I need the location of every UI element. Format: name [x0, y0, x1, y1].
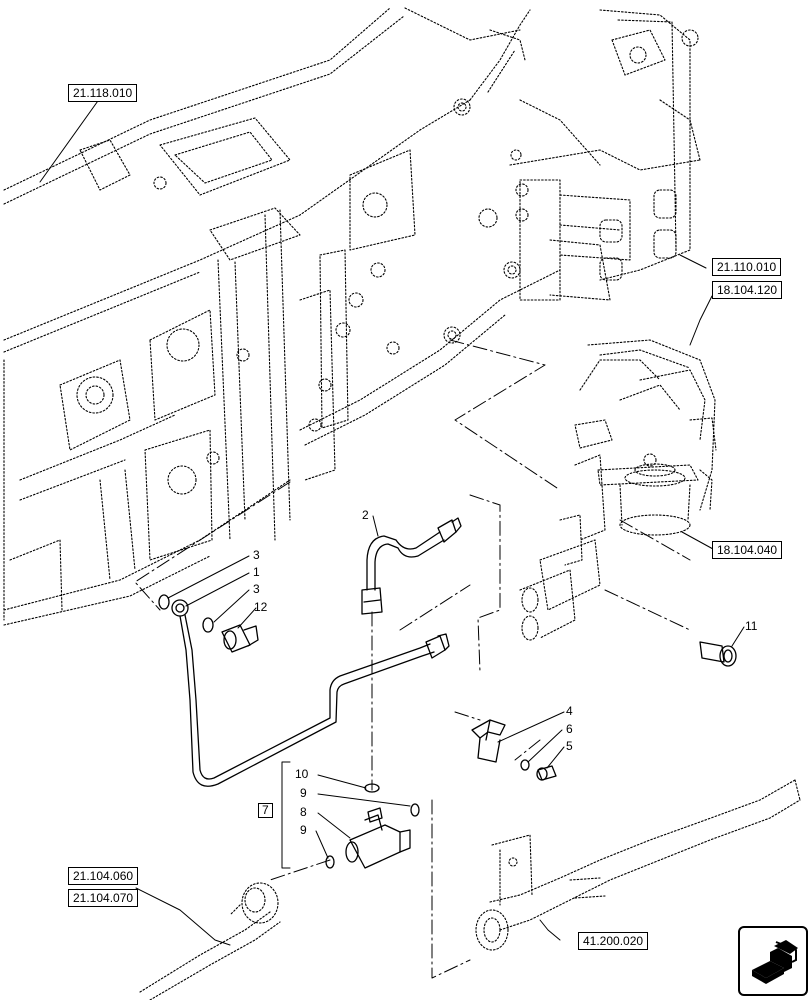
filter-assembly	[519, 339, 717, 641]
callout-8: 8	[300, 805, 307, 819]
callout-6: 6	[566, 722, 573, 736]
callout-3-lower: 3	[253, 582, 260, 596]
callout-12: 12	[254, 600, 268, 614]
callout-2: 2	[362, 508, 369, 522]
callout-9-upper: 9	[300, 786, 307, 800]
part-4-clip	[471, 719, 506, 763]
centerlines	[134, 339, 691, 979]
callout-5: 5	[566, 739, 573, 753]
part-6-washer	[520, 759, 530, 771]
callout-9-lower: 9	[300, 823, 307, 837]
ref-21-104-060[interactable]: 21.104.060	[68, 867, 139, 885]
ref-18-104-040[interactable]: 18.104.040	[712, 541, 783, 559]
ref-41-200-020[interactable]: 41.200.020	[578, 932, 649, 950]
part-12-bolt	[221, 624, 259, 653]
left-pipe	[139, 882, 281, 1000]
callout-1: 1	[253, 565, 260, 579]
ref-21-110-010[interactable]: 21.110.010	[712, 258, 782, 276]
ref-21-118-010[interactable]: 21.118.010	[68, 84, 138, 102]
ref-21-104-070[interactable]: 21.104.070	[68, 889, 139, 907]
callout-4: 4	[566, 704, 573, 718]
part-11-screw	[699, 641, 737, 667]
callout-10: 10	[295, 767, 309, 781]
next-page-button[interactable]	[738, 926, 808, 996]
next-page-arrow-icon	[752, 940, 798, 984]
part-9-10-seals	[325, 783, 420, 869]
rear-pipe	[475, 779, 801, 951]
transmission-housing	[3, 7, 701, 626]
callout-11: 11	[745, 619, 758, 633]
part-2-pipe	[361, 517, 462, 615]
part-5-screw	[536, 765, 557, 781]
part-3-seals	[158, 594, 214, 633]
callout-7-kit: 7	[258, 803, 273, 818]
ref-18-104-120[interactable]: 18.104.120	[712, 281, 783, 299]
leader-lines	[39, 97, 745, 946]
callout-3-upper: 3	[253, 548, 260, 562]
part-1-pipe	[171, 599, 450, 787]
part-8-tee	[345, 807, 411, 869]
